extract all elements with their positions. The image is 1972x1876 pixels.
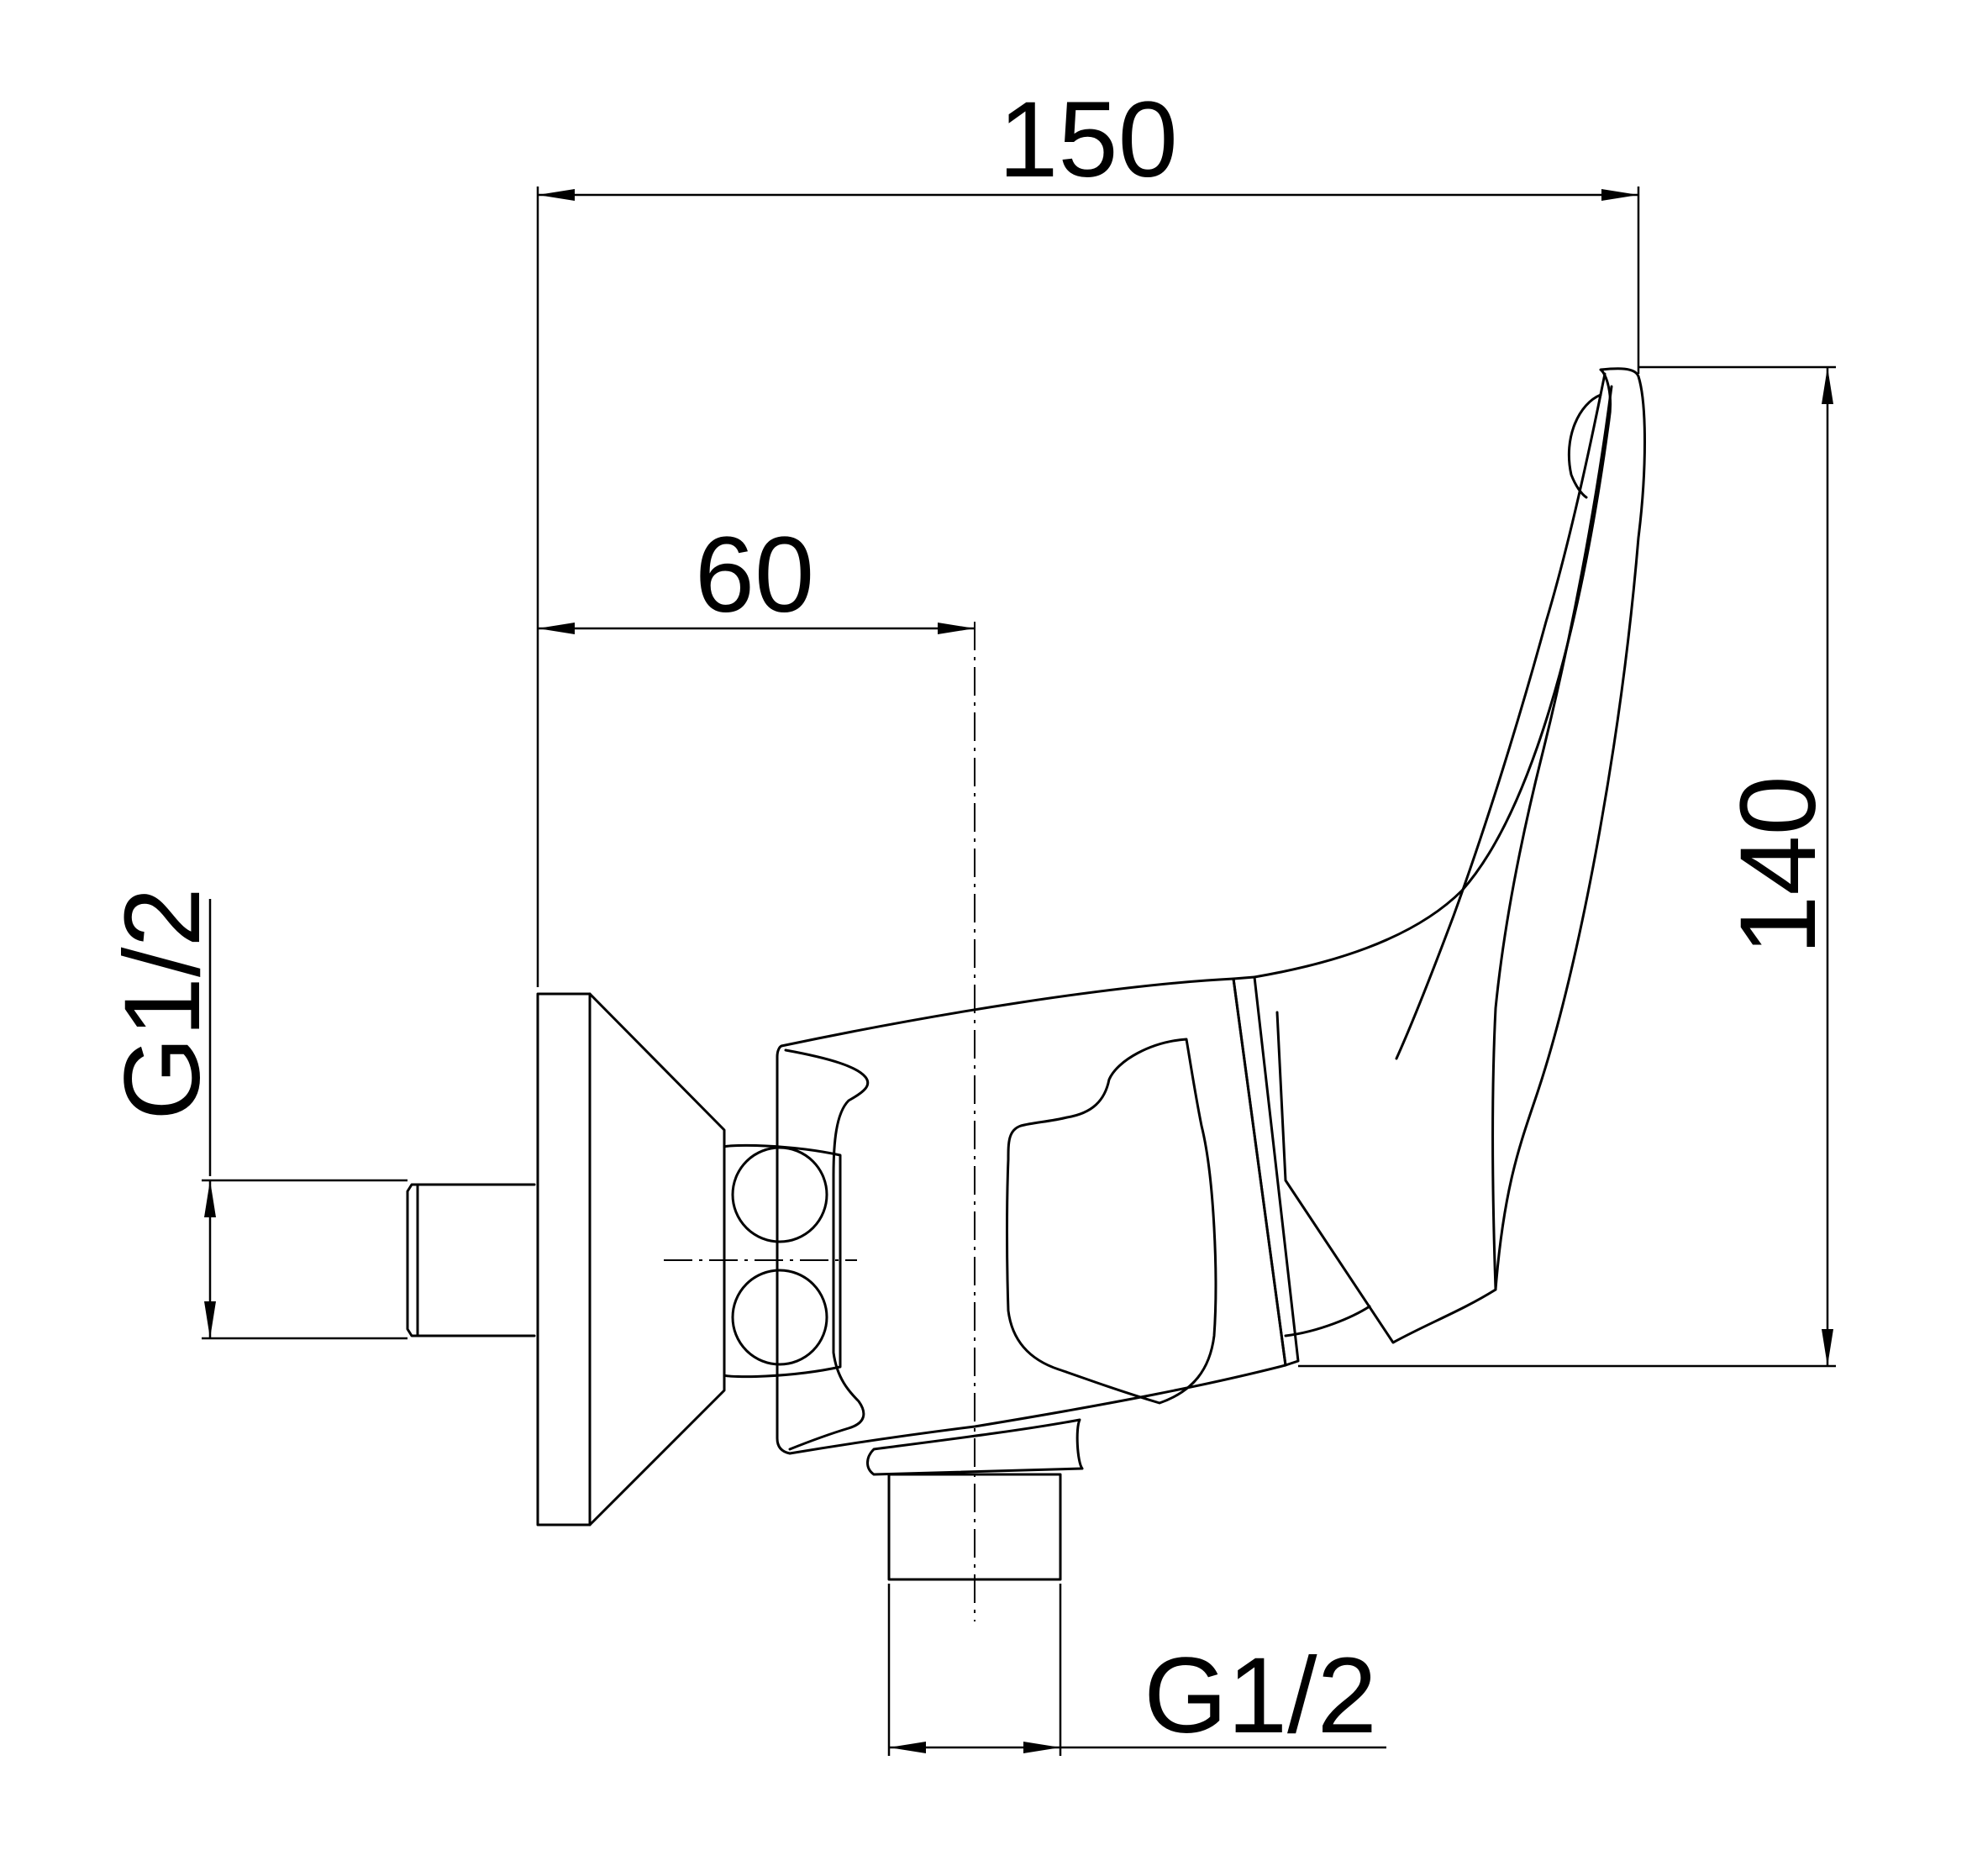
arrowhead bbox=[204, 1180, 216, 1217]
arrowhead bbox=[538, 623, 575, 634]
dimension-label-60: 60 bbox=[695, 515, 814, 635]
arrowhead bbox=[538, 189, 575, 201]
port-circle-lower bbox=[731, 1269, 828, 1366]
port-circle-upper bbox=[731, 1146, 828, 1243]
arrowhead bbox=[1822, 367, 1833, 404]
arrowhead bbox=[1601, 189, 1638, 201]
mixer-body bbox=[776, 977, 1287, 1476]
arrowhead bbox=[1822, 1329, 1833, 1366]
dimension-side-thread: G1/2 bbox=[103, 887, 408, 1340]
lever-handle bbox=[1253, 367, 1646, 1344]
arrowhead bbox=[204, 1301, 216, 1338]
wall-flange bbox=[536, 992, 726, 1527]
bottom-outlet-pipe bbox=[887, 1473, 1062, 1581]
arrowhead bbox=[1023, 1742, 1060, 1753]
arrowhead bbox=[938, 623, 975, 634]
dimension-60: 60 bbox=[538, 515, 975, 635]
side-inlet-pipe bbox=[406, 1183, 536, 1337]
connector-nut bbox=[723, 1143, 842, 1379]
dimension-label-bottom-thread: G1/2 bbox=[1144, 1636, 1377, 1756]
dimension-140: 140 bbox=[1298, 365, 1838, 1368]
dimension-bottom-thread: G1/2 bbox=[887, 1584, 1386, 1756]
arrowhead bbox=[889, 1742, 926, 1753]
dimension-150: 150 bbox=[536, 80, 1640, 987]
dimension-label-150: 150 bbox=[998, 80, 1178, 200]
dimension-label-140: 140 bbox=[1718, 775, 1838, 955]
cartridge-ring bbox=[1232, 975, 1300, 1367]
dimension-label-side-thread: G1/2 bbox=[103, 887, 223, 1121]
